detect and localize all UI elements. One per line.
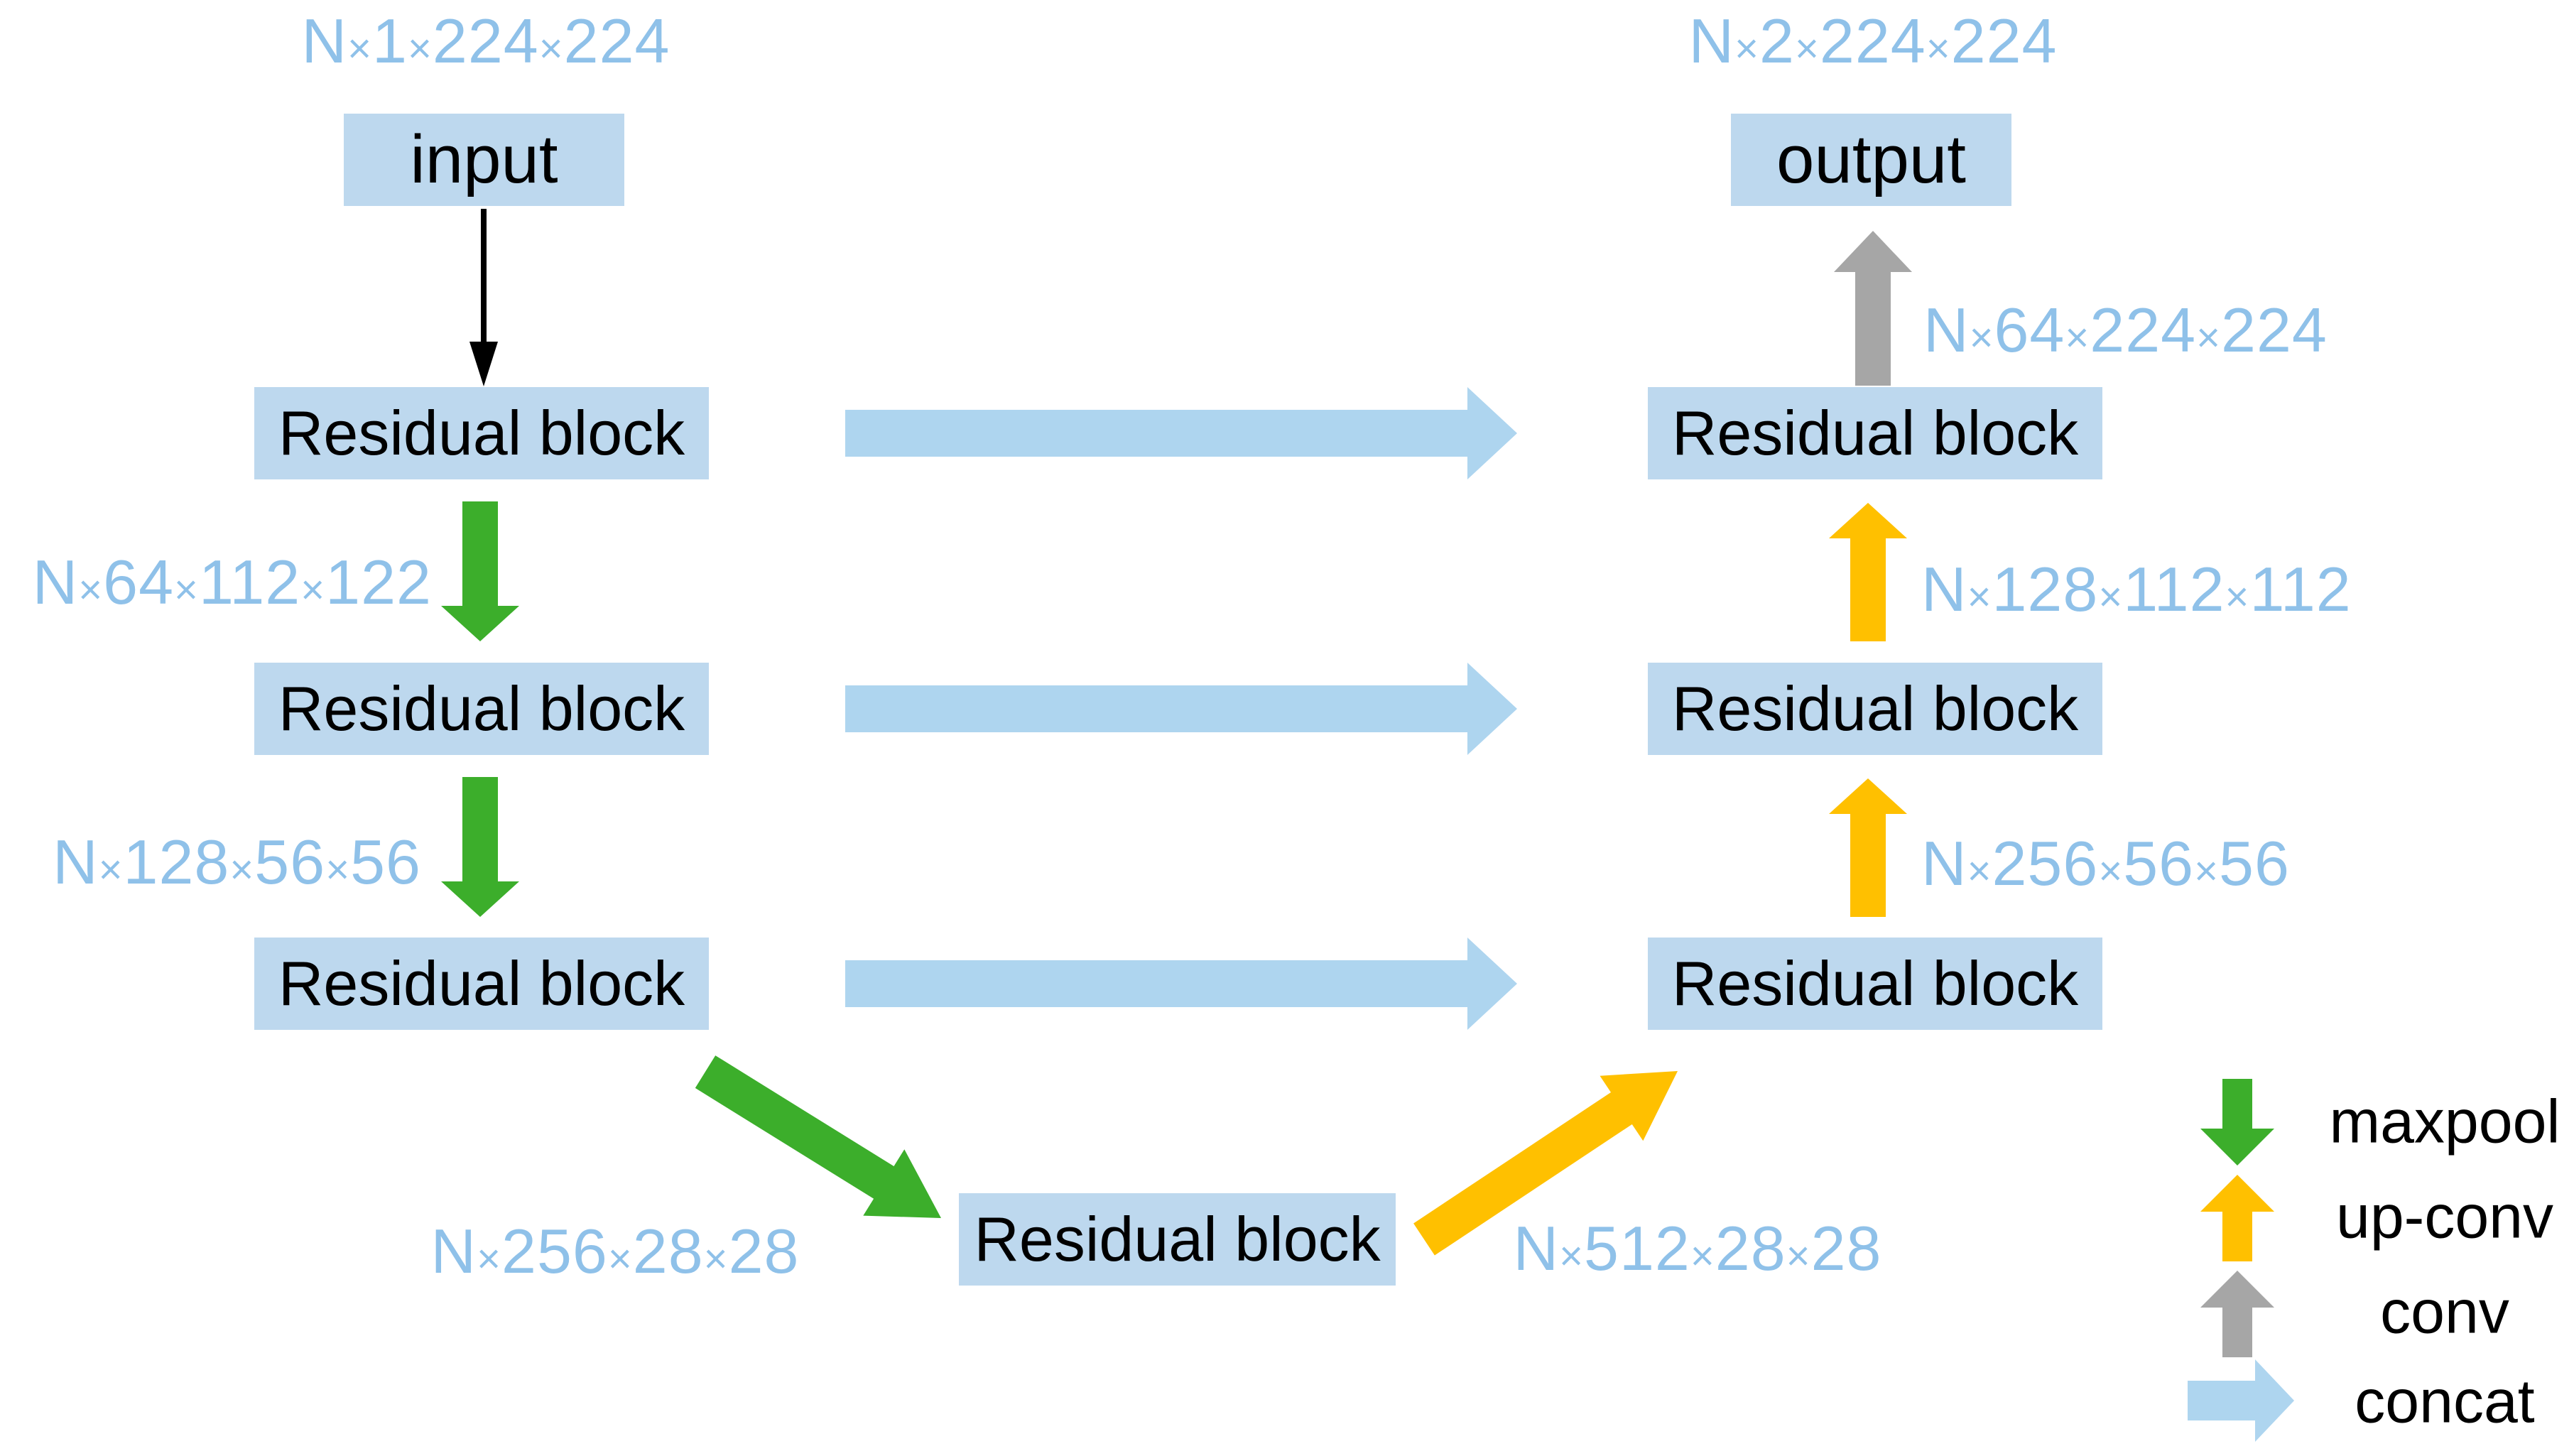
- dim-label-enc3-out: N×256×28×28: [430, 1216, 800, 1286]
- maxpool-arrow-2: [441, 777, 519, 917]
- maxpool-arrow-1: [441, 501, 519, 641]
- dim-label-dec1-in: N×64×224×224: [1923, 295, 2328, 365]
- dim-label-dec2-in: N×128×112×112: [1921, 554, 2352, 624]
- maxpool-arrow-icon: [2200, 1079, 2274, 1166]
- up-conv-arrow-icon: [2200, 1175, 2274, 1261]
- dim-label-enc2-out: N×128×56×56: [53, 827, 421, 897]
- conv-arrow-legend-icon: [2200, 1271, 2274, 1357]
- output-box: output: [1731, 114, 2011, 206]
- dim-label-dec3-in: N×256×56×56: [1921, 828, 2290, 898]
- up-conv-arrow-1: [1829, 503, 1907, 641]
- encoder-block-3: Residual block: [254, 938, 709, 1030]
- legend-concat-label: concat: [2355, 1367, 2535, 1436]
- up-conv-arrow-2: [1829, 778, 1907, 917]
- bottleneck-block: Residual block: [959, 1193, 1396, 1286]
- decoder-block-1: Residual block: [1648, 387, 2102, 479]
- dim-label-output: N×2×224×224: [1688, 6, 2058, 76]
- decoder-block-3: Residual block: [1648, 938, 2102, 1030]
- legend-conv-label: conv: [2380, 1278, 2509, 1347]
- up-conv-diagonal-arrow: [1413, 1071, 1678, 1256]
- conv-arrow-icon: [1834, 231, 1912, 386]
- dim-label-bottleneck-out: N×512×28×28: [1513, 1213, 1882, 1283]
- concat-arrow-1: [845, 387, 1517, 479]
- legend-maxpool-label: maxpool: [2329, 1087, 2561, 1156]
- dim-label-input: N×1×224×224: [301, 6, 670, 76]
- concat-arrow-3: [845, 938, 1517, 1030]
- legend-up-conv-label: up-conv: [2336, 1183, 2553, 1251]
- concat-arrow-icon: [2188, 1359, 2294, 1442]
- decoder-block-2: Residual block: [1648, 663, 2102, 755]
- input-arrow-icon: [469, 209, 498, 386]
- input-box: input: [344, 114, 624, 206]
- dim-label-enc1-out: N×64×112×122: [32, 547, 432, 617]
- maxpool-diagonal-arrow: [695, 1055, 941, 1218]
- encoder-block-1: Residual block: [254, 387, 709, 479]
- encoder-block-2: Residual block: [254, 663, 709, 755]
- concat-arrow-2: [845, 663, 1517, 755]
